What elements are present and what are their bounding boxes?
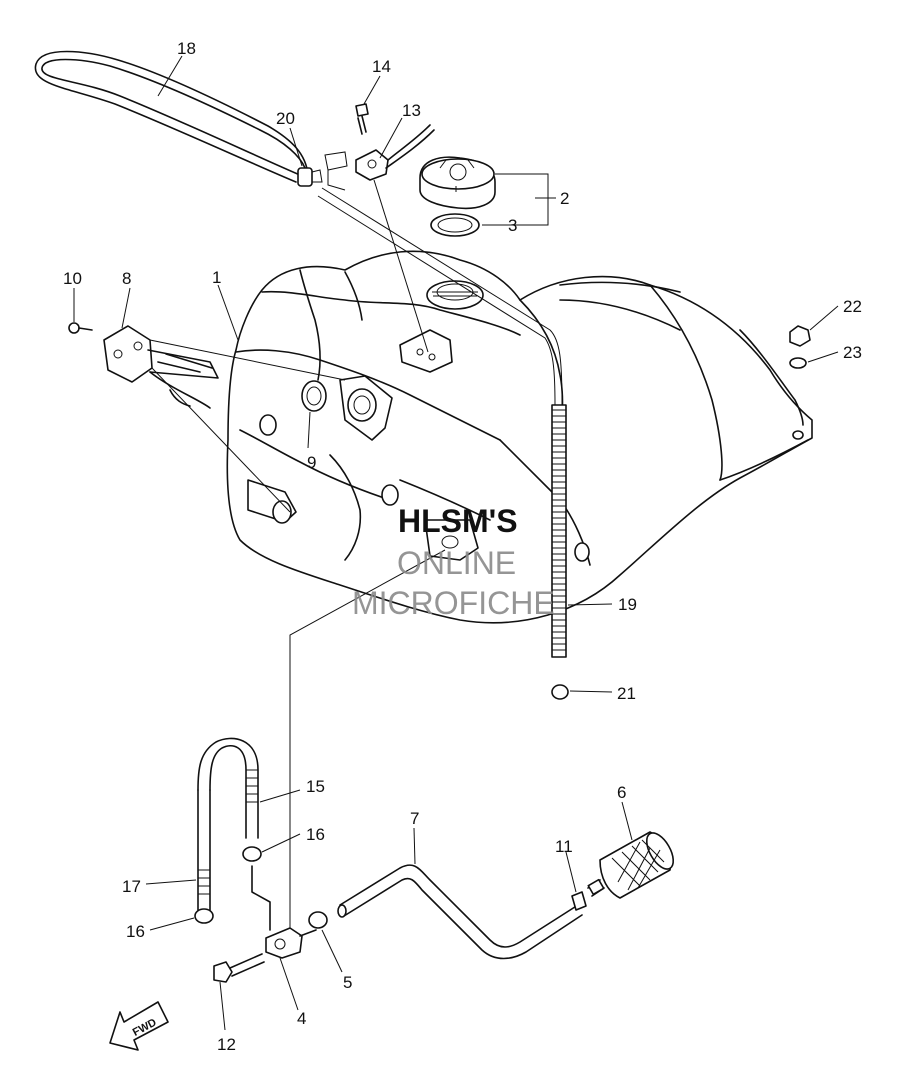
- callout-12: 12: [217, 1035, 236, 1054]
- leader-lines: [73, 55, 839, 1031]
- callout-3: 3: [508, 216, 517, 235]
- callout-16-upper: 16: [306, 825, 325, 844]
- hose-clamp-lower: [194, 908, 214, 924]
- fuel-hose: [197, 737, 259, 839]
- hose-clamp-upper: [242, 846, 262, 862]
- tube-cap: [551, 684, 569, 700]
- fuel-cap: [419, 156, 496, 210]
- pump-gasket: [301, 380, 327, 412]
- callout-6: 6: [617, 783, 626, 802]
- corrugated-vent-tube: [551, 404, 567, 658]
- callout-9: 9: [307, 453, 316, 472]
- callout-18: 18: [177, 39, 196, 58]
- forward-direction-arrow: FWD: [109, 1001, 169, 1051]
- fuel-cock-cap: [308, 911, 328, 929]
- callout-22: 22: [843, 297, 862, 316]
- callout-21: 21: [617, 684, 636, 703]
- cap-gasket: [430, 213, 480, 237]
- nut: [789, 325, 811, 347]
- washer: [789, 357, 807, 369]
- watermark-line-1: HLSM'S: [398, 503, 518, 539]
- screw: [68, 322, 93, 334]
- callout-15: 15: [306, 777, 325, 796]
- watermark-line-2: ONLINE: [397, 545, 517, 581]
- callout-7: 7: [410, 809, 419, 828]
- fuel-tank: [226, 250, 813, 624]
- fuel-cock: [251, 865, 317, 959]
- callout-20: 20: [276, 109, 295, 128]
- hose-clip: [297, 167, 323, 187]
- breather-line: [321, 187, 563, 406]
- fuel-hose-lower: [197, 789, 211, 911]
- callout-13: 13: [402, 101, 421, 120]
- callout-4: 4: [297, 1009, 306, 1028]
- fuel-pump: [103, 325, 219, 409]
- callout-16-lower: 16: [126, 922, 145, 941]
- callout-11: 11: [555, 837, 573, 856]
- callout-5: 5: [343, 973, 352, 992]
- callout-19: 19: [618, 595, 637, 614]
- callout-10: 10: [63, 269, 82, 288]
- callout-numbers: 1 2 3 4 5 6 7 8 9 10 11 12 13 14 15 16 1…: [63, 39, 862, 1054]
- callout-23: 23: [843, 343, 862, 362]
- fuel-cock-bolt: [213, 953, 265, 983]
- hose-clip-small: [571, 891, 587, 911]
- vent-bracket: [324, 124, 435, 191]
- callout-17: 17: [122, 877, 141, 896]
- fuel-line-hose: [337, 864, 583, 960]
- callout-1: 1: [212, 268, 221, 287]
- vent-hose: [34, 50, 309, 183]
- fuel-filter: [587, 831, 675, 899]
- bolt: [355, 103, 369, 135]
- watermark-line-3: MICROFICHE: [352, 585, 555, 621]
- callout-8: 8: [122, 269, 131, 288]
- callout-14: 14: [372, 57, 391, 76]
- callout-2: 2: [560, 189, 569, 208]
